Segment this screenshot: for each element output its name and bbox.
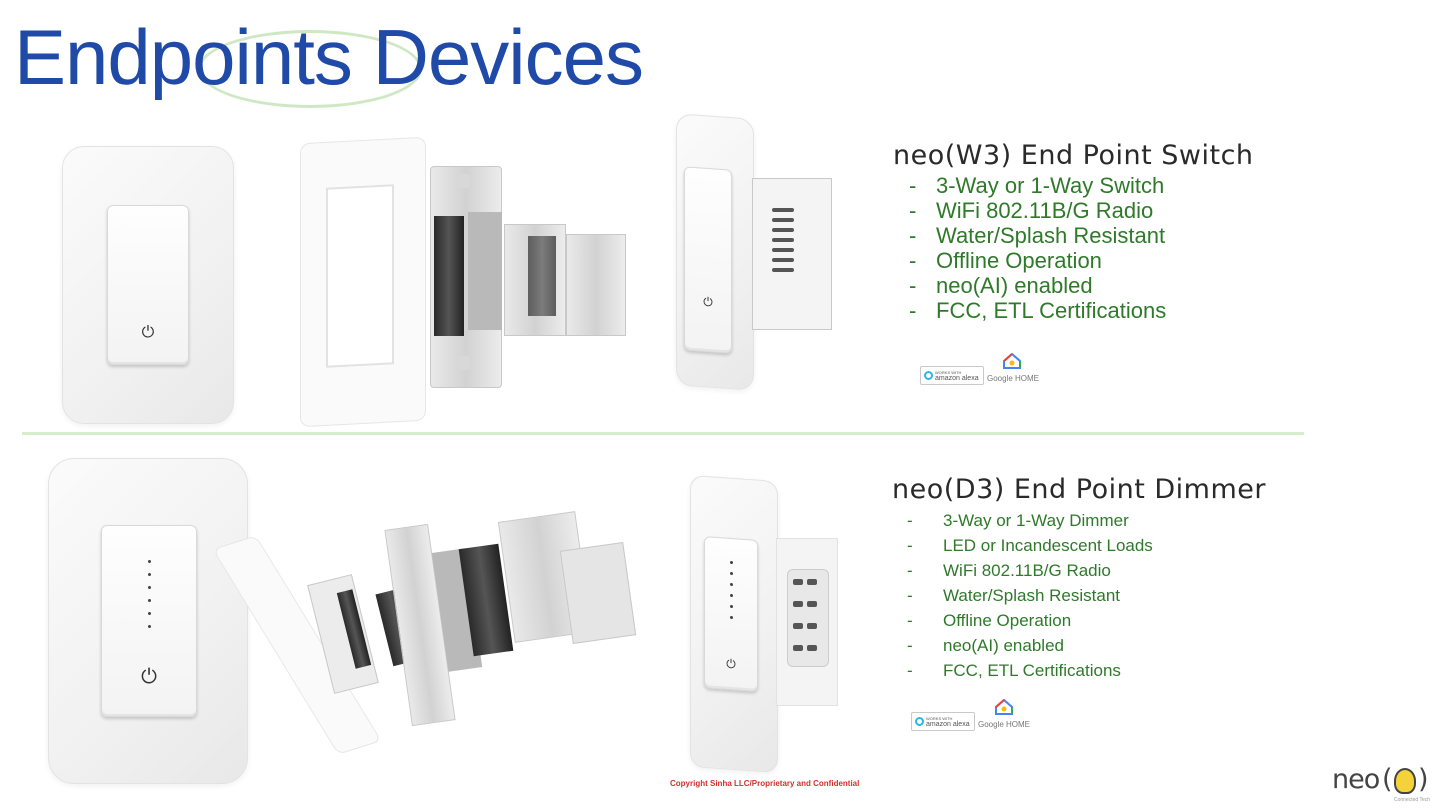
- list-item: -neo(AI) enabled: [907, 636, 1064, 655]
- power-icon: ⏻: [726, 656, 736, 672]
- dimmer-side-image: ⏻: [690, 474, 840, 778]
- section-divider: [22, 432, 1304, 435]
- switch-rocker: ⏻: [107, 205, 189, 365]
- google-home-label: Google HOME: [978, 720, 1031, 729]
- list-item: -WiFi 802.11B/G Radio: [907, 561, 1111, 580]
- neo-logo-subtitle: Connected Tech: [1394, 797, 1431, 803]
- amazon-alexa-badge: WORKS WITH amazon alexa: [920, 366, 984, 385]
- switch-exploded-image: [298, 124, 658, 428]
- google-home-icon: [1003, 353, 1021, 369]
- power-icon: ⏻: [141, 324, 155, 341]
- title-highlight-ellipse: [198, 30, 422, 108]
- amazon-alexa-badge: WORKS WITH amazon alexa: [911, 712, 975, 731]
- list-item: -Water/Splash Resistant: [907, 586, 1120, 605]
- list-item: -WiFi 802.11B/G Radio: [909, 198, 1154, 223]
- lightbulb-icon: [1394, 768, 1416, 794]
- neo-logo: neo ( ) Connected Tech: [1332, 764, 1431, 803]
- list-item: -3-Way or 1-Way Dimmer: [907, 511, 1129, 530]
- dimmer-product-title: neo(D3) End Point Dimmer: [892, 474, 1266, 505]
- power-icon: ⏻: [703, 294, 713, 310]
- list-item: -FCC, ETL Certifications: [909, 298, 1167, 323]
- google-home-label: Google HOME: [987, 374, 1040, 383]
- alexa-ring-icon: [924, 371, 933, 380]
- copyright-notice: Copyright Sinha LLC/Proprietary and Conf…: [670, 779, 860, 788]
- switch-feature-list: -3-Way or 1-Way Switch -WiFi 802.11B/G R…: [898, 173, 1166, 323]
- google-home-icon: [995, 699, 1013, 715]
- switch-side-image: ⏻: [676, 113, 846, 392]
- dimmer-level-dots: [102, 560, 196, 628]
- list-item: -LED or Incandescent Loads: [907, 536, 1153, 555]
- list-item: -FCC, ETL Certifications: [907, 661, 1121, 680]
- power-icon: ⏻: [141, 666, 157, 688]
- switch-front-image: ⏻: [62, 146, 234, 424]
- list-item: -neo(AI) enabled: [909, 273, 1093, 298]
- alexa-ring-icon: [915, 717, 924, 726]
- switch-product-title: neo(W3) End Point Switch: [893, 140, 1254, 171]
- dimmer-exploded-image: [212, 486, 646, 758]
- dimmer-front-image: ⏻: [48, 458, 248, 784]
- list-item: -Offline Operation: [909, 248, 1102, 273]
- dimmer-feature-list: -3-Way or 1-Way Dimmer -LED or Incandesc…: [893, 508, 1153, 683]
- list-item: -Offline Operation: [907, 611, 1072, 630]
- slide-title: Endpoints Devices: [14, 13, 644, 101]
- dimmer-rocker: ⏻: [101, 525, 197, 717]
- list-item: -Water/Splash Resistant: [909, 223, 1166, 248]
- neo-logo-text: neo: [1332, 764, 1380, 795]
- list-item: -3-Way or 1-Way Switch: [909, 173, 1165, 198]
